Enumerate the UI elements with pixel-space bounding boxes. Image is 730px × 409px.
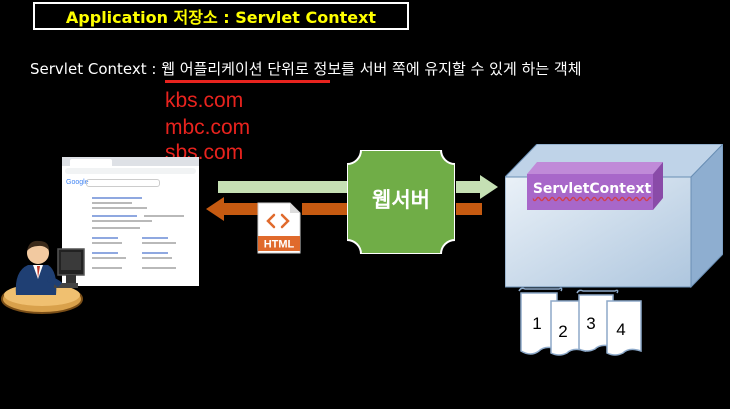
document-number: 2 [558,322,567,341]
definition-highlight: 웹 어플리케이션 단위 [161,60,295,78]
result-line [92,227,140,229]
result-line [144,215,184,217]
result-line [92,207,147,209]
document-number: 4 [616,320,625,339]
result-line [92,252,118,254]
result-line [142,242,176,244]
result-line [92,237,118,239]
definition-rest: 로 정보를 서버 쪽에 유지할 수 있게 하는 객체 [294,60,582,78]
result-line [92,267,122,269]
servlet-container-cube [505,144,723,288]
definition-term: Servlet Context : [30,60,162,78]
title-box: Application 저장소 : Servlet Context [33,2,409,30]
document-number: 1 [532,314,541,333]
request-arrow [218,175,498,199]
browser-address-bar [65,168,196,174]
result-line [92,220,152,222]
result-line [92,197,142,199]
browser-tab-bar [62,157,199,166]
browser-tab [70,159,112,166]
result-line [142,252,168,254]
servlet-context-label: ServletContext [532,181,652,197]
result-line [92,257,126,259]
result-line [142,267,176,269]
definition-underline [165,80,330,83]
result-line [92,242,122,244]
documents-stack-icon: 1 2 3 4 [518,287,642,356]
definition-text: Servlet Context : 웹 어플리케이션 단위로 정보를 서버 쪽에… [30,58,582,79]
browser-window: Google [62,157,199,286]
domain-mbc: mbc.com [165,116,251,139]
html-icon-label: HTML [264,239,295,251]
html-file-icon: HTML [257,202,301,254]
result-line [142,257,172,259]
result-line [92,202,132,204]
user-at-computer-icon [1,240,85,314]
web-server-shape [347,150,455,254]
browser-search-box [86,179,160,187]
web-server-label: 웹서버 [372,188,430,212]
result-line [142,237,168,239]
result-line [92,215,137,217]
domain-kbs: kbs.com [165,89,244,112]
google-logo: Google [66,179,89,186]
slide-title: Application 저장소 : Servlet Context [65,8,377,27]
document-number: 3 [586,314,595,333]
response-arrow [206,197,482,221]
